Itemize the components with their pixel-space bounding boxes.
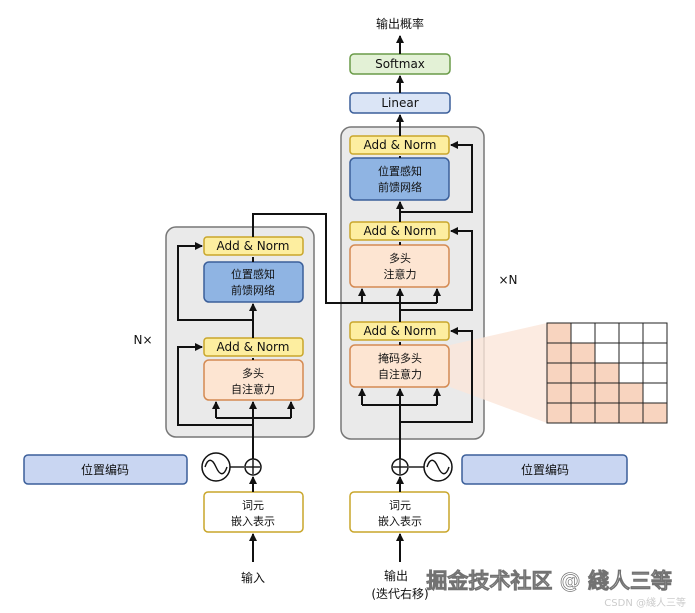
- watermark-main: 掘金技术社区 @ 綫人三等: [426, 569, 672, 593]
- encoder-embedding-line2: 嵌入表示: [231, 514, 275, 528]
- encoder-add-norm-top-label: Add & Norm: [217, 239, 290, 253]
- decoder-add-icon: [391, 458, 409, 476]
- decoder-positional-encoding-box: [461, 454, 628, 485]
- softmax-label: Softmax: [375, 57, 425, 71]
- decoder-add-norm-middle-label: Add & Norm: [364, 224, 437, 238]
- watermark-small: CSDN @綫人三等: [604, 596, 686, 609]
- input-label: 输入: [241, 570, 265, 585]
- mask-callout: [450, 323, 547, 423]
- mask-matrix: [546, 322, 668, 424]
- decoder-ffn-line1: 位置感知: [378, 164, 422, 178]
- linear-label: Linear: [381, 96, 418, 110]
- encoder-add-norm-bottom-label: Add & Norm: [217, 340, 290, 354]
- encoder-self-attention-line2: 自注意力: [231, 382, 275, 396]
- decoder-embedding-line1: 词元: [389, 499, 411, 512]
- decoder-masked-attention-line1: 掩码多头: [378, 351, 422, 365]
- connections: [177, 35, 473, 562]
- decoder-sine-wave-icon: [423, 452, 453, 482]
- encoder-positional-encoding-label: 位置编码: [81, 462, 129, 477]
- decoder-embedding-line2: 嵌入表示: [378, 514, 422, 528]
- decoder-repeat-label: ×N: [498, 273, 517, 287]
- encoder-positional-encoding-box: [23, 454, 188, 485]
- decoder-add-norm-bottom-label: Add & Norm: [364, 324, 437, 338]
- encoder-repeat-label: N×: [133, 333, 152, 347]
- encoder-add-icon: [244, 458, 262, 476]
- decoder-ffn-line2: 前馈网络: [378, 180, 422, 194]
- decoder-cross-attention-line1: 多头: [389, 251, 411, 265]
- decoder-add-norm-top-label: Add & Norm: [364, 138, 437, 152]
- encoder-sine-wave-icon: [201, 452, 231, 482]
- encoder-embedding-line1: 词元: [242, 499, 264, 512]
- output-shifted-label-line2: (迭代右移): [371, 586, 428, 601]
- encoder-self-attention-line1: 多头: [242, 366, 264, 380]
- output-probability-label: 输出概率: [376, 16, 424, 31]
- output-shifted-label-line1: 输出: [384, 568, 408, 583]
- decoder-masked-attention-line2: 自注意力: [378, 367, 422, 381]
- encoder-ffn-line1: 位置感知: [231, 267, 275, 281]
- decoder-positional-encoding-label: 位置编码: [521, 462, 569, 477]
- decoder-cross-attention-line2: 注意力: [384, 267, 417, 281]
- encoder-ffn-line2: 前馈网络: [231, 283, 275, 297]
